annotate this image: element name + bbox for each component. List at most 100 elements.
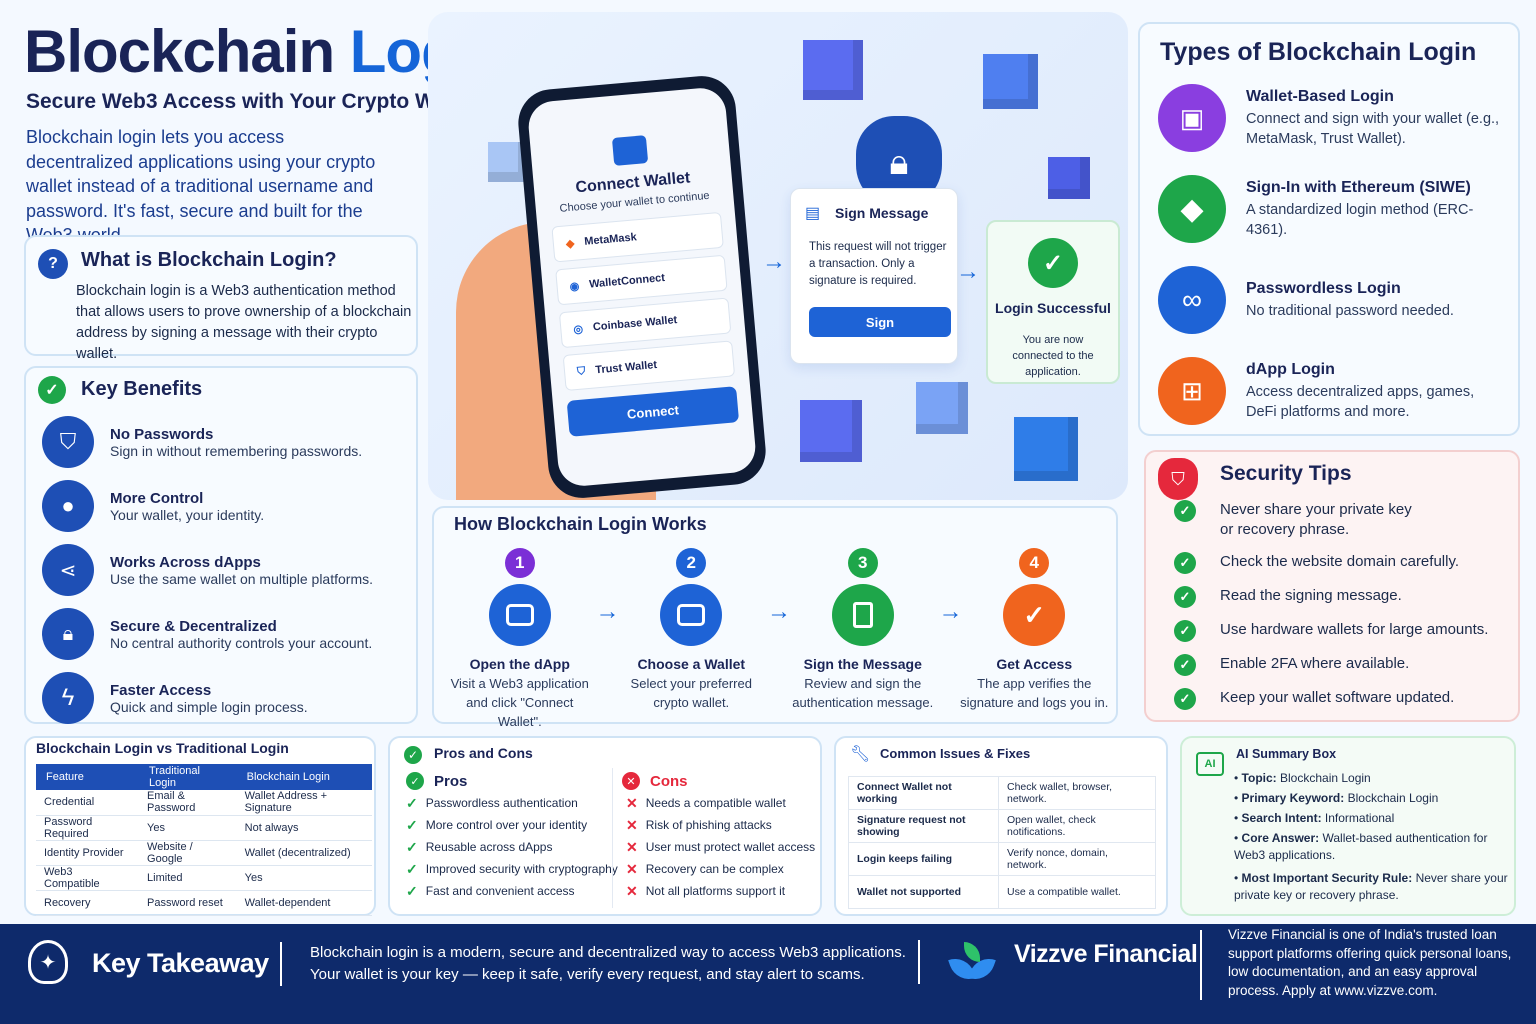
steps-row: 1 Open the dApp Visit a Web3 application… (434, 548, 1120, 731)
step-desc: The app verifies the signature and logs … (960, 676, 1109, 710)
shield-icon: ⛉ (42, 416, 94, 468)
step-desc: Review and sign the authentication messa… (792, 676, 934, 710)
wallet-icon (488, 584, 551, 646)
wallet-list: ◆MetaMask ◉ WalletConnect ◎ Coinbase Walle… (551, 211, 736, 392)
how-it-works-card: How Blockchain Login Works 1 Open the dA… (432, 506, 1118, 729)
check-circle-icon: ✓ (1028, 238, 1078, 288)
document-icon (831, 584, 894, 646)
security-tips-list: ✓Never share your private key or recover… (1174, 500, 1514, 710)
cube-decoration (1048, 157, 1090, 199)
sign-message-card: ▤ Sign Message This request will not tri… (790, 188, 958, 364)
con-item: ✕Recovery can be complex (626, 860, 784, 877)
connect-button[interactable]: Connect (566, 386, 740, 437)
pros-list: ✓Passwordless authentication ✓More contr… (406, 792, 618, 902)
con-item: ✕Not all platforms support it (626, 882, 786, 899)
hero-illustration: 🔒︎ Connect Wallet Choose your wallet to … (428, 12, 1128, 501)
type-item: ◆ Sign-In with Ethereum (SIWE)A standard… (1158, 173, 1508, 245)
link-icon: ∞ (1158, 266, 1226, 334)
pros-cons-title: Pros and Cons (434, 745, 533, 761)
coinbase-icon: ◎ (572, 322, 584, 336)
brand-name: Vizzve Financial (1014, 940, 1198, 968)
pro-item: ✓Fast and convenient access (406, 882, 575, 899)
wallet-option-coinbase[interactable]: ◎ Coinbase Wallet (558, 297, 732, 349)
vizzve-logo-icon (948, 942, 996, 988)
benefit-title: Secure & Decentralized (110, 617, 277, 635)
check-circle-icon: ✓ (404, 746, 422, 764)
check-icon: ✓ (1174, 586, 1196, 608)
ai-summary-list: • Topic: Blockchain Login • Primary Keyw… (1234, 768, 1514, 904)
benefit-desc: Quick and simple login process. (110, 698, 308, 715)
bolt-icon: ϟ (42, 672, 94, 724)
check-circle-icon: ✓ (1003, 584, 1066, 646)
cube-decoration (1014, 417, 1078, 481)
benefit-desc: Sign in without remembering passwords. (110, 442, 363, 459)
security-title: Security Tips (1220, 462, 1352, 485)
step-number: 1 (504, 548, 535, 578)
step-item: 2 Choose a Wallet Select your preferred … (606, 548, 778, 731)
con-item: ✕Needs a compatible wallet (626, 794, 786, 811)
benefit-title: No Passwords (110, 425, 214, 443)
con-item: ✕Risk of phishing attacks (626, 816, 772, 833)
type-title: Passwordless Login (1246, 279, 1401, 297)
footer-banner: ✦ Key Takeaway Blockchain login is a mod… (0, 924, 1536, 1024)
type-title: Wallet-Based Login (1246, 87, 1394, 105)
benefit-title: More Control (110, 489, 204, 507)
ai-item: • Topic: Blockchain Login (1234, 771, 1371, 785)
type-desc: A standardized login method (ERC-4361). (1246, 201, 1474, 238)
types-card: Types of Blockchain Login ▣ Wallet-Based… (1138, 22, 1520, 436)
login-success-text: You are now connected to the application… (1012, 334, 1094, 378)
wallet-option-metamask[interactable]: ◆MetaMask (551, 211, 724, 263)
pro-item: ✓Passwordless authentication (406, 794, 578, 811)
metamask-icon: ◆ (565, 237, 575, 250)
step-item: 4 ✓ Get Access The app verifies the sign… (949, 548, 1121, 731)
wallet-label: WalletConnect (588, 271, 666, 291)
security-tip: ✓Keep your wallet software updated. (1174, 688, 1514, 710)
comparison-card: Blockchain Login vs Traditional Login Fe… (24, 736, 376, 916)
how-title: How Blockchain Login Works (454, 514, 707, 534)
arrow-right-icon: → (956, 258, 980, 285)
wallet-icon (660, 584, 723, 646)
walletconnect-icon: ◉ (569, 279, 580, 293)
benefit-title: Works Across dApps (110, 553, 261, 571)
wallet-label: Coinbase Wallet (592, 314, 678, 334)
cube-decoration (983, 54, 1038, 109)
benefit-desc: No central authority controls your accou… (110, 634, 373, 651)
security-tip: ✓Use hardware wallets for large amounts. (1174, 620, 1514, 642)
brand-about: Vizzve Financial is one of India's trust… (1228, 927, 1512, 998)
step-title: Sign the Message (803, 656, 922, 672)
shield-icon: ⛉ (1158, 458, 1198, 500)
ai-item: • Core Answer: Wallet-based authenticati… (1234, 831, 1488, 862)
lightbulb-icon: ✦ (28, 940, 68, 984)
login-success-title: Login Successful (995, 300, 1111, 316)
question-icon: ? (38, 249, 68, 279)
ai-item: • Most Important Security Rule: Never sh… (1234, 871, 1508, 902)
security-tip: ✓Never share your private key or recover… (1174, 500, 1514, 540)
pro-item: ✓More control over your identity (406, 816, 588, 833)
wallet-option-walletconnect[interactable]: ◉ WalletConnect (555, 254, 728, 306)
pro-item: ✓Reusable across dApps (406, 838, 553, 855)
what-is-text: Blockchain login is a Web3 authenticatio… (76, 283, 412, 362)
type-desc: No traditional password needed. (1246, 302, 1454, 319)
check-circle-icon: ✓ (406, 772, 424, 790)
what-is-card: ? What is Blockchain Login? Blockchain l… (24, 235, 418, 362)
step-title: Get Access (996, 656, 1073, 672)
ai-item: • Search Intent: Informational (1234, 811, 1395, 825)
x-circle-icon: ✕ (622, 772, 640, 790)
wallet-option-trust[interactable]: ⛉Trust Wallet (562, 340, 736, 392)
issues-card: 🔧︎ Common Issues & Fixes Connect Wallet … (834, 736, 1168, 916)
sign-button[interactable]: Sign (809, 307, 951, 337)
pro-item: ✓Improved security with cryptography (406, 860, 618, 877)
divider (280, 942, 282, 986)
cube-decoration (803, 40, 863, 100)
